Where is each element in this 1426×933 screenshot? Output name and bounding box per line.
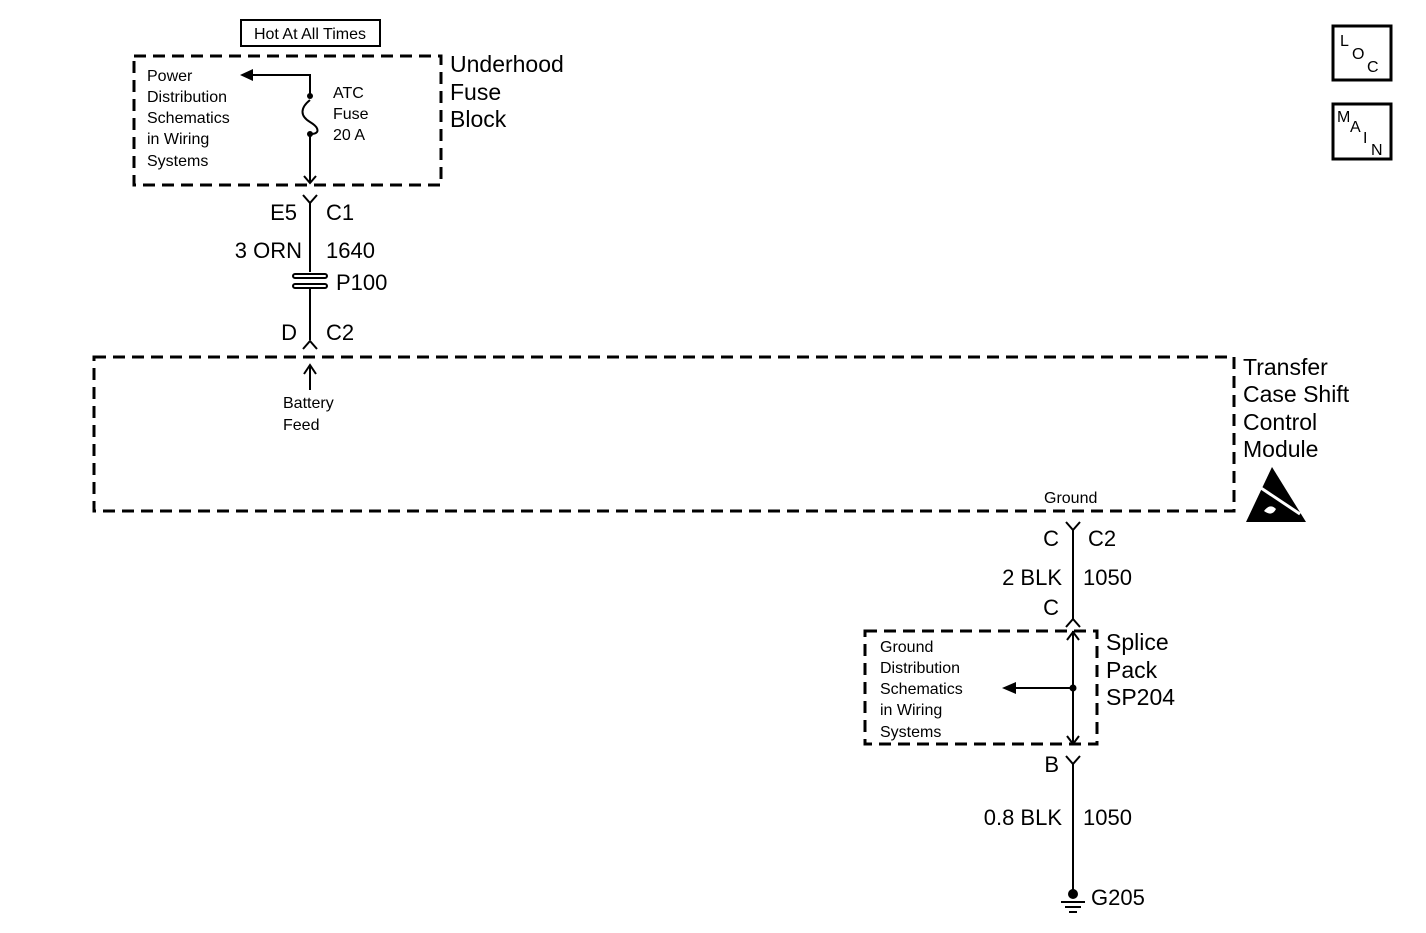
ground-ref-line-3: Schematics: [880, 681, 963, 698]
circuit-number-1640: 1640: [326, 238, 375, 263]
pass-through-p100-icon: P100: [292, 270, 387, 340]
pin-b: B: [1044, 752, 1059, 777]
loc-letter-o: O: [1352, 46, 1364, 63]
battery-feed-line-1: Battery: [283, 395, 334, 412]
splice-pack-title-3: SP204: [1106, 684, 1175, 710]
ground-ref-line-4: in Wiring: [880, 702, 942, 719]
battery-feed-line-2: Feed: [283, 417, 319, 434]
battery-feed-arrow: [303, 363, 317, 390]
main-letter-m: M: [1337, 109, 1350, 126]
pin-d: D: [281, 320, 297, 345]
ground-ref-line-5: Systems: [880, 724, 941, 741]
fuse-block-title-3: Block: [450, 106, 507, 132]
connector-c2-top: D C2: [281, 320, 354, 350]
wire-1640: 3 ORN 1640: [235, 238, 375, 263]
loc-letter-l: L: [1340, 33, 1349, 50]
ground-g205-label: G205: [1091, 885, 1145, 910]
main-button[interactable]: M A I N: [1331, 102, 1393, 161]
ground-ref-line-1: Ground: [880, 639, 933, 656]
fuse-block-title-1: Underhood: [450, 51, 564, 77]
ground-g205-icon: G205: [1061, 885, 1145, 913]
ground-distribution-ref[interactable]: Ground Distribution Schematics in Wiring…: [880, 639, 963, 741]
fuse-label-2: Fuse: [333, 106, 369, 123]
circuit-number-1050-a: 1050: [1083, 565, 1132, 590]
module-title-2: Case Shift: [1243, 381, 1350, 407]
power-ref-line-5: Systems: [147, 153, 208, 170]
loc-letter-c: C: [1367, 59, 1379, 76]
module-title: Transfer Case Shift Control Module: [1243, 354, 1350, 462]
power-feed-arrow: [240, 69, 313, 99]
fuse-label-1: ATC: [333, 85, 364, 102]
battery-feed-label: Battery Feed: [283, 395, 334, 434]
connector-c1-label: C1: [326, 200, 354, 225]
ground-label: Ground: [1044, 490, 1097, 507]
splice-internal-wiring: [1002, 630, 1080, 746]
circuit-number-1050-b: 1050: [1083, 805, 1132, 830]
module-box: [92, 355, 1236, 513]
power-ref-line-3: Schematics: [147, 110, 230, 127]
loc-button[interactable]: L O C: [1331, 24, 1393, 82]
splice-pack-title-1: Splice: [1106, 629, 1169, 655]
pin-c-top: C: [1043, 526, 1059, 551]
wire-1050-a: 2 BLK 1050 C: [1002, 565, 1132, 628]
fuse-block-title-2: Fuse: [450, 79, 501, 105]
connector-c2-bottom-label: C2: [1088, 526, 1116, 551]
hot-at-all-times-label: Hot At All Times: [240, 19, 381, 47]
power-distribution-ref[interactable]: Power Distribution Schematics in Wiring …: [147, 68, 230, 170]
power-ref-line-2: Distribution: [147, 89, 227, 106]
wire-color-orn: 3 ORN: [235, 238, 302, 263]
fuse-block-title: Underhood Fuse Block: [450, 51, 564, 132]
fuse-label-3: 20 A: [333, 127, 365, 144]
wire-color-2blk: 2 BLK: [1002, 565, 1062, 590]
connector-c2-bottom: C C2: [1043, 521, 1116, 619]
module-title-4: Module: [1243, 436, 1318, 462]
fuse-icon: [301, 99, 319, 185]
wire-1050-b: 0.8 BLK 1050: [984, 805, 1132, 830]
connector-c1: E5 C1: [270, 194, 354, 272]
pin-e5: E5: [270, 200, 297, 225]
main-letter-n: N: [1371, 142, 1383, 159]
fuse-block-box: [132, 54, 443, 187]
pin-c-bottom: C: [1043, 595, 1059, 620]
main-letter-i: I: [1363, 130, 1367, 147]
power-ref-line-1: Power: [147, 68, 193, 85]
connector-b: B: [1044, 752, 1081, 890]
fuse-label: ATC Fuse 20 A: [333, 85, 369, 144]
splice-pack-title-2: Pack: [1106, 657, 1158, 683]
hot-label-text: Hot At All Times: [254, 26, 366, 43]
module-title-1: Transfer: [1243, 354, 1328, 380]
splice-pack-box: [863, 629, 1099, 746]
power-ref-line-4: in Wiring: [147, 131, 209, 148]
esd-warning-icon: [1246, 467, 1306, 522]
pass-through-p100-label: P100: [336, 270, 387, 295]
splice-pack-title: Splice Pack SP204: [1106, 629, 1175, 710]
main-letter-a: A: [1350, 119, 1361, 136]
ground-ref-line-2: Distribution: [880, 660, 960, 677]
module-title-3: Control: [1243, 409, 1317, 435]
connector-c2-label: C2: [326, 320, 354, 345]
wire-color-0-8blk: 0.8 BLK: [984, 805, 1063, 830]
